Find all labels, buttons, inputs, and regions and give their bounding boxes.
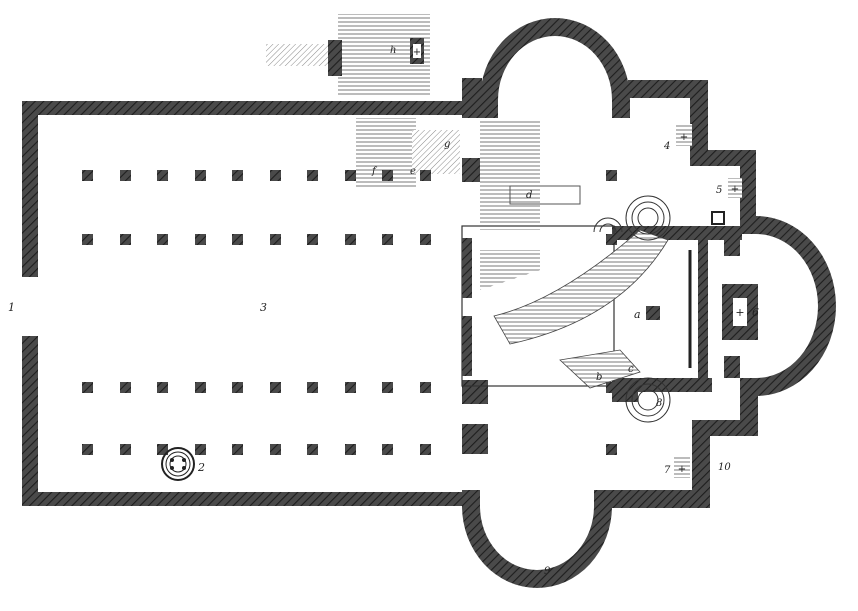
pillar (420, 234, 431, 245)
label-6: 6 (752, 306, 759, 319)
pillar (345, 234, 356, 245)
label-5: 5 (716, 185, 722, 196)
label-c: c (628, 364, 634, 375)
pillar (382, 382, 393, 393)
pillar (232, 170, 243, 181)
pillar (232, 234, 243, 245)
pillar (120, 234, 131, 245)
transept-walls (462, 18, 836, 588)
pillar (232, 444, 243, 455)
annex-ruins (266, 14, 581, 230)
nave-pillars (82, 170, 617, 455)
pillar (120, 382, 131, 393)
label-8: 8 (656, 398, 662, 409)
pillar (606, 234, 617, 245)
pillar (157, 170, 168, 181)
pillar (382, 234, 393, 245)
choir-stairs (461, 195, 725, 423)
pillar (382, 444, 393, 455)
pillar (157, 444, 168, 455)
label-e: e (410, 166, 416, 177)
label-1: 1 (8, 301, 15, 314)
label-9: 9 (544, 566, 551, 577)
pillar (606, 382, 617, 393)
cross-icon: + (678, 464, 686, 475)
pillar (606, 444, 617, 455)
label-a: a (634, 308, 641, 321)
label-d: d (526, 190, 532, 201)
nave-walls (22, 101, 468, 506)
pillar (195, 170, 206, 181)
pillar (420, 170, 431, 181)
pillar (270, 444, 281, 455)
pillar (232, 382, 243, 393)
cross-icon: + (735, 306, 744, 319)
altars: + + + + + (410, 38, 758, 478)
pillar (120, 170, 131, 181)
plan-labels: 1 2 3 4 5 6 7 8 9 10 a b c d e f g h (8, 45, 759, 577)
pillar (606, 170, 617, 181)
pillar (270, 170, 281, 181)
pillar (270, 382, 281, 393)
pillar (82, 382, 93, 393)
pillar (195, 234, 206, 245)
pillar (307, 444, 318, 455)
pillar (82, 170, 93, 181)
pillar (157, 234, 168, 245)
label-3: 3 (260, 301, 267, 314)
pillar (307, 234, 318, 245)
pillar (270, 234, 281, 245)
pillar (157, 382, 168, 393)
label-g: g (444, 139, 450, 150)
pillar (195, 444, 206, 455)
pillar (195, 382, 206, 393)
pillar (120, 444, 131, 455)
label-10: 10 (718, 462, 731, 473)
pillar (82, 444, 93, 455)
cross-icon: + (413, 47, 421, 58)
pillar (420, 382, 431, 393)
pillar (345, 382, 356, 393)
label-f: f (371, 166, 378, 177)
label-4: 4 (663, 141, 670, 152)
pillar (382, 170, 393, 181)
pillar (82, 234, 93, 245)
pillar (307, 382, 318, 393)
baptismal-font-icon (161, 447, 195, 481)
cross-icon: + (680, 132, 688, 143)
label-7: 7 (664, 465, 671, 476)
pillar (345, 170, 356, 181)
pillar (307, 170, 318, 181)
label-2: 2 (197, 461, 205, 474)
label-h: h (390, 45, 396, 56)
cross-icon: + (731, 184, 739, 195)
label-b: b (596, 372, 602, 383)
pillar (345, 444, 356, 455)
pillar (420, 444, 431, 455)
